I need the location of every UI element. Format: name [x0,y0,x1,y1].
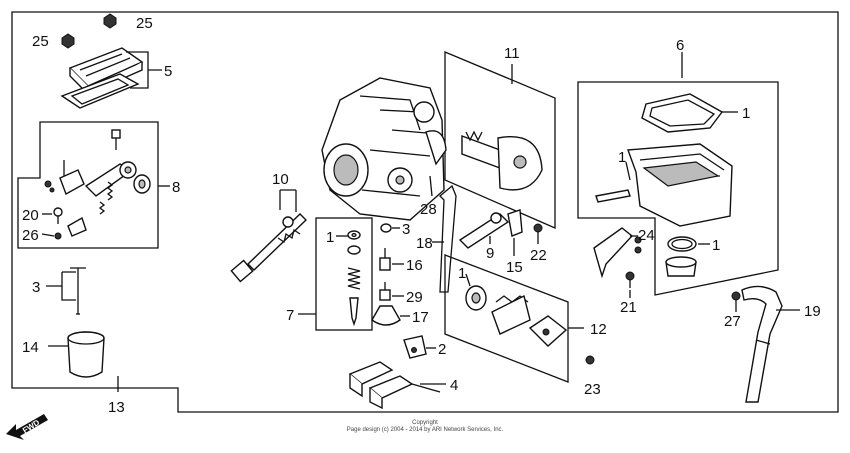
callout-16: 16 [406,257,423,274]
bolt-part-8 [111,129,121,150]
throttle-screw-10 [230,213,307,283]
callout-6: 6 [676,37,684,54]
drain-hose-19 [741,285,783,403]
bracket-24 [593,227,634,279]
callout-9: 9 [486,245,494,262]
screw-21 [625,271,635,288]
clip-part-8 [67,216,87,237]
leader-28 [429,175,433,197]
callout-21: 21 [620,299,637,316]
holder-17 [371,305,401,326]
needle-part-7 [349,297,359,327]
callout-2: 2 [438,341,446,358]
jet-29 [379,282,391,301]
group-box-12 [444,254,569,383]
group-box-6 [577,81,779,296]
callout-27: 27 [724,313,741,330]
jet-16 [379,248,391,271]
clip-27 [731,291,741,301]
pin-1-bowl [595,189,631,203]
gasket-1-top [641,93,724,133]
callout-20: 20 [22,207,39,224]
leader-1-pin [625,161,631,181]
footer-line: Page design (c) 2004 - 2014 by ARI Netwo… [346,427,504,433]
callout-10: 10 [272,171,289,188]
callout-11: 11 [504,45,520,62]
piston-14 [67,331,105,378]
float-4 [348,361,441,410]
callout-25-left: 25 [32,33,49,50]
bolt-25-upper [103,13,117,29]
oring-1-bowl [667,236,697,252]
group-box-8 [17,121,159,249]
callout-18: 18 [416,235,433,252]
drain-plug [665,256,697,277]
nut-26 [54,232,62,240]
callout-1-oring: 1 [712,237,720,254]
callout-1-group7: 1 [326,229,334,246]
callout-12: 12 [590,321,607,338]
clip-24 [634,236,642,254]
callout-3-center: 3 [402,221,410,238]
callout-22: 22 [530,247,547,264]
spring-part-3 [70,267,86,315]
leader-26 [41,233,55,237]
callout-29: 29 [406,289,423,306]
plug-part-12 [465,285,487,311]
spring-part-8 [98,181,114,215]
hose-18 [439,184,457,293]
callout-1-gasket: 1 [742,105,750,122]
leader-3-left [46,271,76,301]
gasket-5 [60,73,140,109]
bolt-25-left [61,33,75,49]
callout-23: 23 [584,381,601,398]
callout-15: 15 [506,259,523,276]
screw-22 [533,223,543,233]
washer-part-7 [347,245,361,255]
lever-9 [458,212,510,249]
callout-3-left: 3 [32,279,40,296]
bracket-2 [403,335,427,359]
callout-8: 8 [172,179,180,196]
callout-19: 19 [804,303,821,320]
linkage-part-8 [44,160,85,196]
link-15 [507,209,523,237]
callout-26: 26 [22,227,39,244]
oring-3 [380,223,392,233]
callout-17: 17 [412,309,429,326]
copyright-line: Copyright [412,420,438,426]
callout-13: 13 [108,399,125,416]
leader-10 [279,189,297,212]
callout-1-pin: 1 [618,149,626,166]
leader-1-group12 [465,273,471,287]
fwd-arrow-icon [6,414,48,440]
lever-part-8 [84,161,137,197]
cover-part-12 [528,315,568,347]
callout-28: 28 [420,201,437,218]
callout-4: 4 [450,377,458,394]
callout-25-upper: 25 [136,15,153,32]
screw-23 [585,355,595,365]
carburetor-body [321,77,447,221]
callout-7: 7 [286,307,294,324]
group-box-7 [315,217,373,331]
washer-part-8 [133,174,151,194]
spring-part-12 [491,294,531,335]
callout-1-group12: 1 [458,265,466,282]
ring-part-7 [347,230,361,240]
outer-frame [11,11,839,413]
screw-20 [53,207,63,224]
leader-5 [126,51,162,89]
group-box-11 [444,51,556,229]
callout-14: 14 [22,339,39,356]
float-bowl [627,143,733,227]
callout-5: 5 [164,63,172,80]
callout-24: 24 [638,227,655,244]
choke-assy-11 [461,130,543,191]
spring-part-7 [347,267,361,290]
